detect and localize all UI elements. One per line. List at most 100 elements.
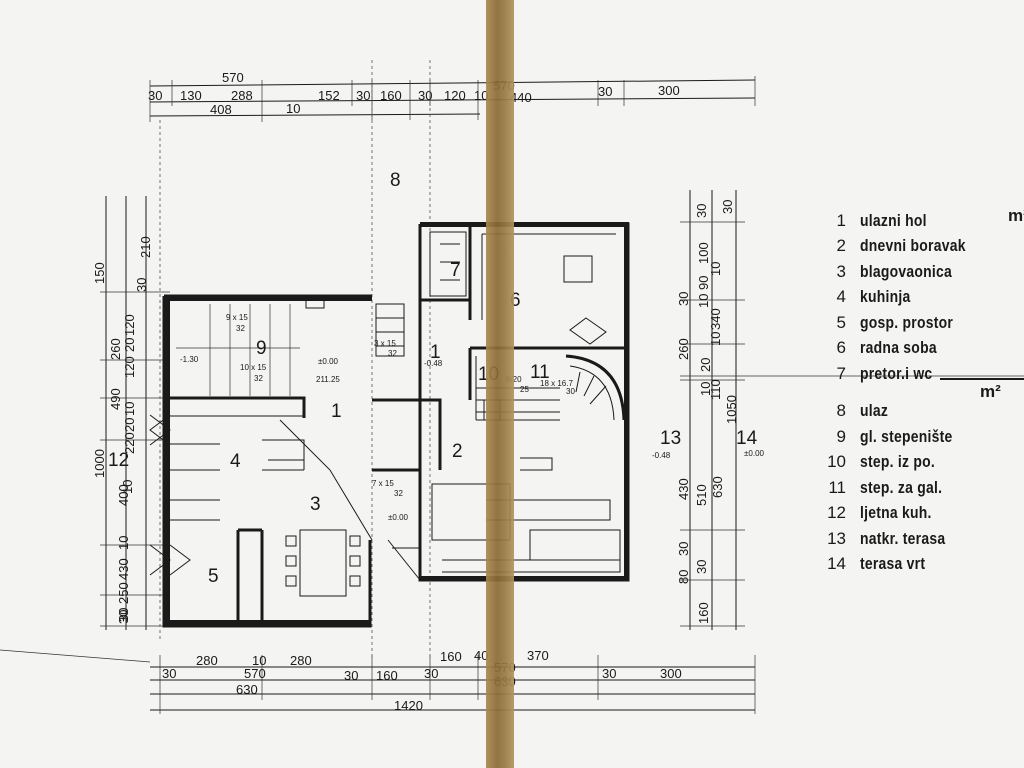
note-level-e: ±0.00: [388, 513, 409, 522]
dim-left-1000: 1000: [92, 449, 107, 478]
legend-number: 9: [836, 426, 846, 446]
legend-number: 10: [827, 452, 846, 472]
dim-right-20: 20: [698, 358, 713, 372]
dim-right-160: 160: [696, 602, 711, 624]
legend-label: pretor.i wc: [860, 363, 933, 383]
dim-right-110: 110: [708, 379, 723, 400]
legend-row: 8 ulaz: [812, 399, 1012, 425]
dim-left-150: 150: [92, 262, 107, 284]
dim-bot-160b: 160: [376, 668, 398, 683]
dim-right-340: 340: [708, 308, 723, 330]
note-stair-6-20: 6/20: [506, 375, 522, 384]
dim-bot-30b: 30: [344, 668, 358, 683]
room-4: 4: [230, 451, 241, 472]
axis-lines: [0, 60, 1024, 663]
page-binding-strip: [486, 0, 514, 768]
note-stair-7x15: 7 x 15: [372, 479, 394, 488]
note-stair-30: 30: [566, 387, 575, 396]
dim-left-120b: 120: [122, 356, 137, 378]
room-3: 3: [310, 494, 321, 515]
dim-right-30b: 30: [676, 292, 691, 306]
walls: [149, 222, 630, 628]
dim-top-120: 120: [444, 88, 466, 103]
dim-top-152: 152: [318, 88, 340, 103]
dim-bot-570: 570: [244, 666, 266, 681]
dim-top-440: 440: [510, 90, 532, 105]
note-level-d: -0.48: [424, 359, 443, 368]
left-dimension-chain: 150 210 1000 400 430 250 30 30 120 20 12…: [92, 196, 170, 630]
legend-number: 13: [827, 528, 846, 548]
legend-number: 5: [836, 312, 846, 332]
dim-left-220: 220: [122, 432, 137, 454]
legend-row: 5 gosp. prostor: [812, 310, 1012, 336]
dim-right-30: 30: [694, 204, 709, 218]
dim-right-80: 80: [676, 570, 691, 584]
room-6: 6: [510, 290, 521, 311]
right-dimension-chain: 30 100 90 10 30 260 20 10 430 30 80 160 …: [676, 190, 745, 630]
room-1a: 1: [331, 401, 342, 422]
room-7: 7: [450, 260, 461, 281]
legend-label: gosp. prostor: [860, 312, 954, 332]
room-9: 9: [256, 338, 267, 359]
plan-annotations: 9 x 15 32 10 x 15 32 -1.30 ±0.00 211.25 …: [180, 313, 765, 522]
legend-label: ulazni hol: [860, 210, 927, 230]
dim-top-30d: 30: [598, 84, 612, 99]
legend-label: gl. stepenište: [860, 426, 953, 446]
dim-left-260: 260: [108, 338, 123, 360]
legend-label: ulaz: [860, 401, 889, 421]
legend-label: step. za gal.: [860, 477, 943, 497]
dim-bot-30: 30: [162, 666, 176, 681]
dim-right-10b: 10: [698, 382, 713, 396]
dim-top-300: 300: [658, 83, 680, 98]
note-level-b: ±0.00: [318, 357, 339, 366]
legend-unit-top: m²: [1008, 206, 1024, 225]
dim-bot-1420: 1420: [394, 698, 423, 713]
legend-label: radna soba: [860, 338, 937, 358]
note-stair-9x15: 9 x 15: [226, 313, 248, 322]
dim-bot-10: 10: [252, 653, 266, 668]
room-14: 14: [736, 428, 758, 449]
dim-right-10c: 10: [708, 262, 723, 276]
dim-bot-370: 370: [527, 648, 549, 663]
top-dimension-chain: 570 570 30 130 288 152 30 160 30 120 10 …: [148, 70, 756, 122]
legend-label: step. iz po.: [860, 452, 935, 472]
dim-bot-160: 160: [440, 649, 462, 664]
room-1b: 1: [430, 342, 441, 363]
dim-left-10b: 10: [120, 480, 135, 494]
legend-number: 12: [827, 503, 846, 523]
note-level-g: ±0.00: [744, 449, 765, 458]
dim-top-10: 10: [474, 88, 488, 103]
dim-bot-40: 40: [474, 648, 488, 663]
note-stair-32: 32: [236, 324, 245, 333]
room-13: 13: [660, 428, 681, 449]
legend-label: ljetna kuh.: [860, 503, 932, 523]
legend-number: 14: [827, 554, 846, 574]
dim-right-510: 510: [694, 484, 709, 506]
dim-right-30d: 30: [720, 200, 735, 214]
dim-left-210: 210: [138, 236, 153, 258]
dim-top-30b: 30: [356, 88, 370, 103]
legend-label: kuhinja: [860, 287, 911, 307]
legend-label: natkr. terasa: [860, 528, 946, 548]
dim-bot-280b: 280: [290, 653, 312, 668]
dim-left-120: 120: [122, 314, 137, 336]
note-level-a: -1.30: [180, 355, 199, 364]
legend-number: 8: [836, 401, 846, 421]
legend-row: 13 natkr. terasa: [812, 526, 1012, 552]
legend-label: terasa vrt: [860, 554, 926, 574]
dim-right-260: 260: [676, 338, 691, 360]
dim-left-30: 30: [116, 610, 131, 624]
room-labels: 1 1 2 3 4 5 6 7 8 9 10 11 12 13 14: [108, 170, 758, 587]
dim-left-400: 400: [116, 484, 131, 506]
dim-bot-30c: 30: [424, 666, 438, 681]
dim-right-630: 630: [710, 476, 725, 498]
dim-right-10d: 10: [708, 332, 723, 346]
bottom-dimension-chain: 280 10 280 160 40 370 30 570 30 160 30 5…: [150, 648, 756, 714]
room-11: 11: [530, 362, 550, 383]
dim-bot-630: 630: [236, 682, 258, 697]
